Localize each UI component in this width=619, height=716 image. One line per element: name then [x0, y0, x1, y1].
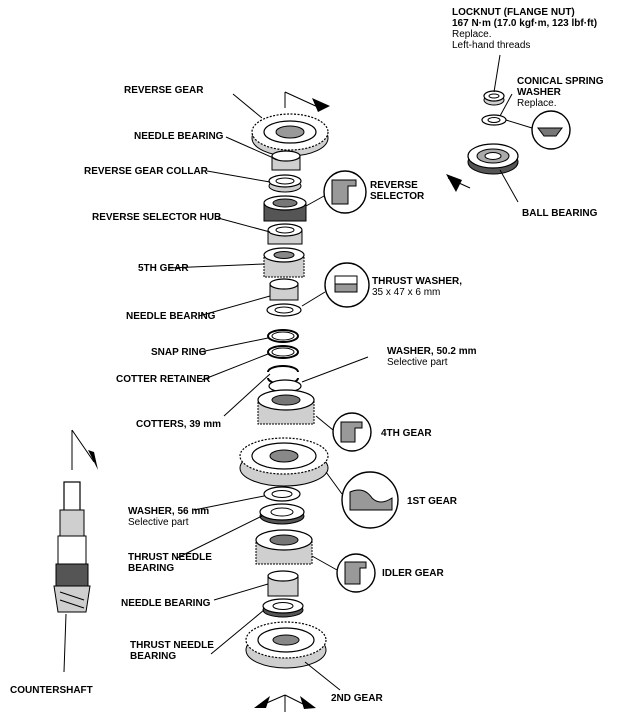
label-washer-56: WASHER, 56 mm [128, 506, 210, 517]
arrow-ball-bearing [446, 174, 471, 192]
label-reverse-selector-a: REVERSE [370, 180, 418, 191]
label-needle-bearing-3: NEEDLE BEARING [121, 598, 211, 609]
needle-bearing-1-part [271, 150, 301, 171]
needle-bearing-3-part [267, 570, 299, 597]
arrow-countershaft [71, 429, 98, 470]
label-cotters: COTTERS, 39 mm [136, 419, 222, 430]
label-thrust-needle-bearing-1a: THRUST NEEDLE [128, 552, 212, 563]
label-reverse-gear: REVERSE GEAR [124, 85, 204, 96]
label-washer-50-2-note: Selective part [387, 357, 448, 368]
detail-circle-fourth-gear [315, 412, 372, 452]
label-idler-gear: IDLER GEAR [382, 568, 444, 579]
label-conical-spring-b: WASHER [517, 87, 561, 98]
label-ball-bearing: BALL BEARING [522, 208, 598, 219]
label-conical-spring-a: CONICAL SPRING [517, 76, 604, 87]
ball-bearing-part [467, 143, 519, 175]
fourth-gear-part [257, 389, 315, 425]
thrust-needle-bearing-1-part [259, 503, 305, 525]
first-gear-part [239, 437, 329, 487]
cotter-retainer-part [267, 345, 299, 359]
label-fourth-gear: 4TH GEAR [381, 428, 432, 439]
label-washer-56-note: Selective part [128, 517, 189, 528]
label-locknut-note2: Left-hand threads [452, 40, 531, 51]
label-cotter-retainer: COTTER RETAINER [116, 374, 211, 385]
label-first-gear: 1ST GEAR [407, 496, 458, 507]
label-thrust-needle-bearing-1b: BEARING [128, 563, 175, 574]
fifth-gear-part [263, 247, 305, 278]
label-locknut-a: LOCKNUT (FLANGE NUT) [452, 7, 575, 18]
label-fifth-gear: 5TH GEAR [138, 263, 189, 274]
conical-spring-washer-part [481, 114, 507, 126]
arrow-bottom-right [284, 694, 316, 709]
detail-circle-idler-gear [311, 553, 376, 593]
label-thrust-needle-bearing-2a: THRUST NEEDLE [130, 640, 214, 651]
second-gear-part [245, 621, 327, 669]
label-needle-bearing-1: NEEDLE BEARING [134, 131, 224, 142]
label-thrust-washer: THRUST WASHER, [372, 276, 462, 287]
washer-56-part [263, 486, 301, 502]
detail-circle-thrust-washer [301, 262, 370, 308]
label-washer-50-2: WASHER, 50.2 mm [387, 346, 477, 357]
thrust-needle-bearing-2-part [262, 598, 304, 618]
detail-circle-conical [505, 110, 571, 150]
label-reverse-gear-collar: REVERSE GEAR COLLAR [84, 166, 208, 177]
snap-ring-part [267, 329, 299, 343]
label-conical-note: Replace. [517, 98, 557, 109]
reverse-gear-collar-part [268, 174, 302, 193]
idler-gear-part [255, 529, 313, 565]
detail-circle-first-gear [325, 471, 399, 529]
label-thrust-washer-size: 35 x 47 x 6 mm [372, 287, 441, 298]
needle-bearing-2-part [269, 278, 299, 301]
label-reverse-selector-hub: REVERSE SELECTOR HUB [92, 212, 222, 223]
label-locknut-note1: Replace. [452, 29, 492, 40]
label-second-gear: 2ND GEAR [331, 693, 383, 704]
reverse-selector-hub-part [267, 223, 303, 245]
label-thrust-needle-bearing-2b: BEARING [130, 651, 177, 662]
arrow-top-right [284, 91, 330, 112]
leader-lines [63, 54, 519, 691]
label-countershaft: COUNTERSHAFT [10, 685, 93, 696]
countershaft-part [53, 481, 91, 613]
locknut-part [483, 90, 505, 106]
reverse-gear-part [251, 113, 329, 157]
label-reverse-selector-b: SELECTOR [370, 191, 425, 202]
label-snap-ring: SNAP RING [151, 347, 207, 358]
detail-circle-reverse-selector [305, 170, 367, 214]
label-locknut-b: 167 N·m (17.0 kgf·m, 123 lbf·ft) [452, 18, 598, 29]
label-needle-bearing-2: NEEDLE BEARING [126, 311, 216, 322]
reverse-selector-part [263, 195, 307, 222]
arrow-bottom-left [254, 694, 286, 708]
thrust-washer-part [266, 303, 302, 317]
